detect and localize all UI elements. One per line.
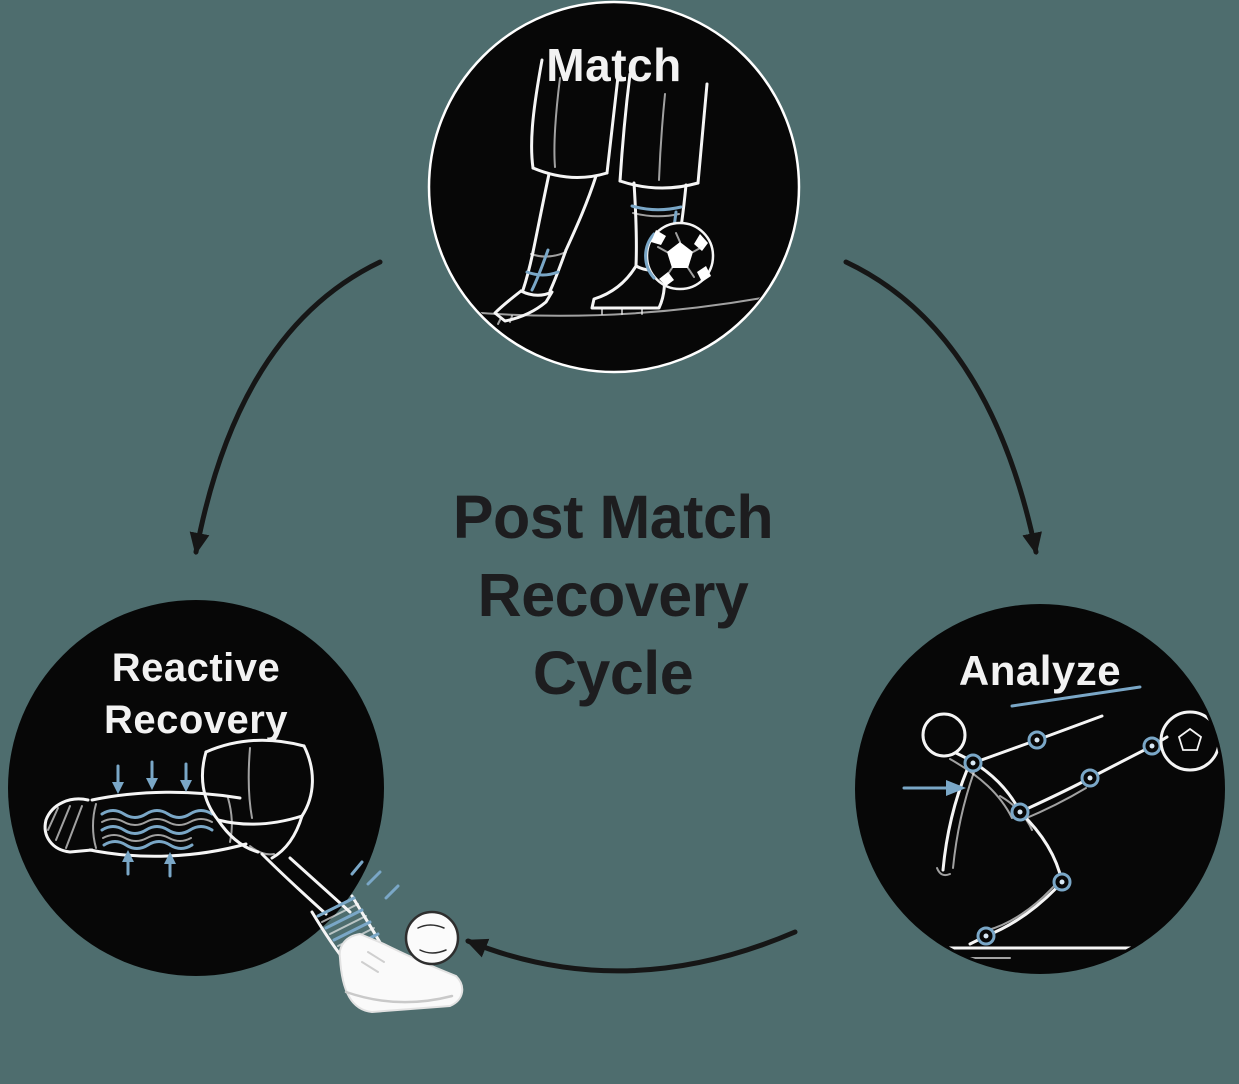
arrow-analyze-to-reactive-recovery	[465, 929, 798, 974]
arrow-match-to-analyze	[843, 259, 1042, 555]
diagram-title: Post Match Recovery Cycle	[363, 478, 863, 712]
compression-arrows-icon	[112, 760, 192, 878]
node-label-analyze: Analyze	[958, 647, 1122, 694]
leg-compression-recovery-icon	[43, 738, 464, 1014]
arrow-match-to-reactive-recovery	[189, 259, 383, 555]
title-line-1: Post Match	[452, 483, 774, 551]
node-label-reactive-recovery: Reactive Recovery	[46, 642, 346, 746]
soccer-dribbling-legs-ball-icon	[467, 58, 763, 325]
node-label-recovery-line: Recovery	[103, 698, 289, 742]
analyze-circle	[855, 604, 1225, 974]
title-line-2: Recovery	[477, 561, 749, 630]
kicked-ball-icon	[404, 910, 460, 966]
title-line-3: Cycle	[532, 639, 694, 708]
node-label-reactive-line: Reactive	[111, 646, 281, 690]
node-label-match: Match	[546, 39, 682, 91]
direction-arrow-icon	[902, 780, 966, 796]
cycle-arrows	[189, 259, 1042, 974]
joint-markers	[963, 730, 1162, 946]
